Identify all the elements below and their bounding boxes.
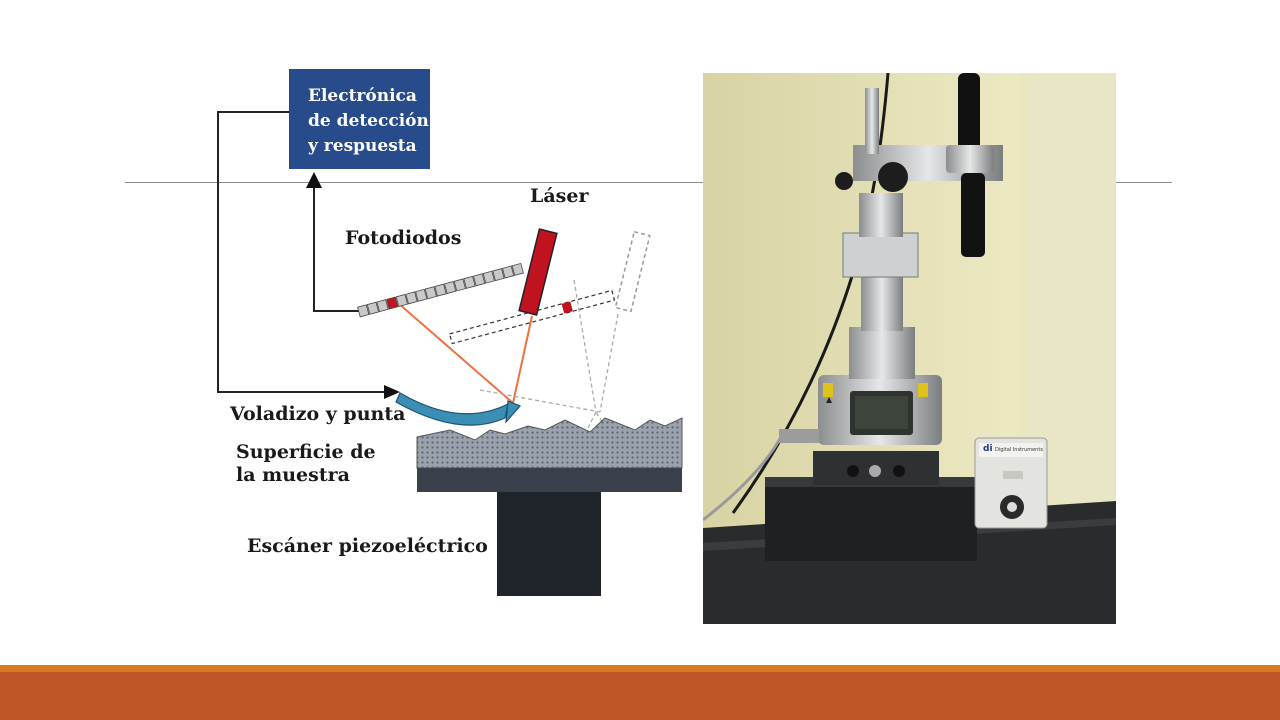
feedback-arrow-right-icon	[384, 385, 400, 399]
controller-box	[974, 437, 1048, 529]
surface-label: Superficie de la muestra	[236, 441, 376, 486]
scanner-connector	[779, 429, 819, 443]
afm-diagram-graphics	[217, 69, 683, 596]
afm-photo-graphics	[703, 73, 1116, 624]
focus-knob	[878, 162, 908, 192]
photodiode-cell	[357, 304, 370, 318]
afm-photo: di Digital Instruments	[703, 73, 1116, 624]
ghost-beam-2	[573, 279, 597, 413]
signal-arrow-up-icon	[306, 172, 322, 188]
photodiode-cell	[502, 265, 515, 279]
cantilever-label: Voladizo y punta	[230, 403, 406, 425]
photodiode-array	[357, 262, 524, 318]
photodiode-cell	[453, 278, 466, 292]
sample-surface	[416, 417, 683, 469]
photodiode-cell	[473, 273, 486, 287]
photodiodes-label: Fotodiodos	[345, 227, 462, 249]
laser-label: Láser	[530, 185, 589, 207]
photodiode-cell	[415, 288, 428, 302]
sample-stage	[417, 468, 682, 492]
cantilever	[395, 392, 509, 426]
photodiode-cell	[444, 281, 457, 295]
feedback-line-left	[217, 111, 388, 393]
laser-icon	[518, 228, 558, 316]
ghost-beam-1	[599, 313, 619, 413]
column-lower	[849, 327, 915, 379]
photo-cable-gray	[703, 432, 785, 522]
photodiode-cell	[511, 262, 524, 276]
electronics-box	[289, 69, 430, 169]
top-post	[865, 88, 879, 154]
microscope-eyepiece	[958, 73, 980, 155]
photodiode-cell	[463, 275, 476, 289]
laser-beam-reflected	[397, 302, 514, 404]
electronics-box-label: Electrónica de detección y respuesta	[308, 86, 429, 156]
granite-base	[765, 481, 977, 561]
photodiode-cell	[424, 286, 437, 300]
photodiode-cell	[482, 270, 495, 284]
photodiode-cell	[386, 296, 399, 310]
microscope-objective	[961, 173, 985, 257]
title-divider-line	[125, 182, 1172, 183]
piezo-scanner	[497, 492, 601, 596]
photodiode-cell	[376, 299, 389, 313]
ghost-beam-3	[479, 389, 601, 413]
laser-ghost	[614, 230, 651, 313]
photodiode-signal-line	[313, 188, 360, 312]
photodiode-cell	[434, 283, 447, 297]
controller-logo: di	[983, 444, 993, 454]
scanner-label: Escáner piezoeléctrico	[247, 535, 488, 557]
photodiode-cell	[366, 301, 380, 315]
afm-diagram: Electrónica de detección y respuesta Lás…	[160, 60, 700, 620]
photodiode-cell	[395, 293, 409, 307]
photodiode-cell	[492, 268, 505, 282]
footer-accent-thin	[0, 665, 1280, 672]
footer-accent-bar	[0, 672, 1280, 720]
photodiode-cell	[405, 291, 418, 305]
laser-beam-incident	[512, 315, 533, 404]
cantilever-tip	[505, 400, 522, 424]
controller-brand-text: Digital Instruments	[995, 447, 1043, 453]
